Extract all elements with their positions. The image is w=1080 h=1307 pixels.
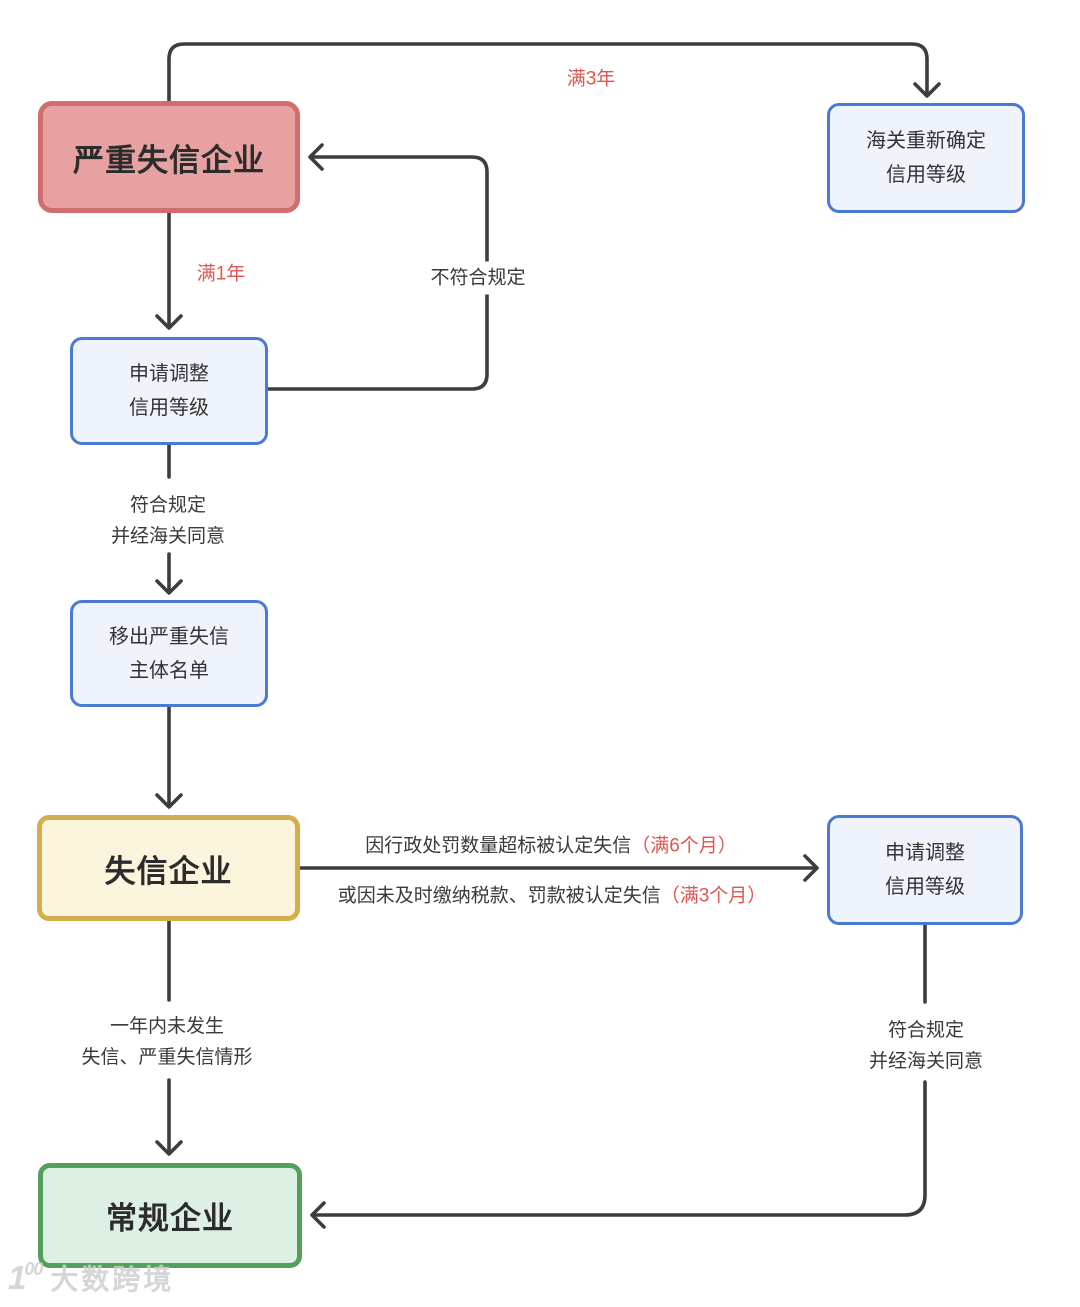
node-customs-redetermine-rating: 海关重新确定 信用等级 — [827, 103, 1025, 213]
arrowhead-left-severe — [308, 143, 324, 171]
arrowhead-down-apply-left — [155, 314, 183, 330]
edge-label-full-3-years: 满3年 — [566, 68, 616, 90]
arrowhead-down-reassess — [913, 82, 941, 98]
arrowhead-left-regular — [310, 1201, 326, 1229]
edge-label-not-compliant: 不符合规定 — [425, 261, 531, 295]
edge-label-one-year-line2: 失信、严重失信情形 — [81, 1047, 253, 1068]
arrowhead-down-dishonest — [155, 793, 183, 809]
edge-label-one-year-line1: 一年内未发生 — [109, 1016, 225, 1037]
node-remove-line2: 主体名单 — [129, 659, 209, 682]
edge-label-compliant-left-line1: 符合规定 — [129, 495, 207, 516]
node-apply-adjust-rating-right: 申请调整 信用等级 — [827, 815, 1023, 925]
node-regular-enterprise: 常规企业 — [38, 1163, 302, 1268]
node-dishonest-label: 失信企业 — [104, 853, 233, 889]
edge-severe-to-reassess — [167, 42, 929, 103]
edge-apply-right-to-regular-lower — [312, 1080, 927, 1217]
node-dishonest-enterprise: 失信企业 — [37, 815, 300, 921]
edge-label-one-year: 一年内未发生 失信、严重失信情形 — [81, 1011, 252, 1073]
watermark: 100 大数跨境 — [8, 1260, 174, 1294]
watermark-text: 大数跨境 — [50, 1264, 175, 1295]
edge-label-compliant-left-line2: 并经海关同意 — [110, 526, 226, 547]
edge-label-admin-penalty-red: （满6个月） — [631, 835, 737, 857]
edge-label-admin-penalty: 因行政处罚数量超标被认定失信（满6个月） — [365, 831, 737, 862]
node-reassess-line1: 海关重新确定 — [866, 130, 986, 152]
node-apply-right-line1: 申请调整 — [885, 842, 965, 864]
edge-label-tax-penalty-red: （满3个月） — [660, 885, 767, 907]
node-regular-label: 常规企业 — [106, 1201, 234, 1236]
node-severe-label: 严重失信企业 — [73, 142, 265, 178]
arrowhead-down-regular — [155, 1140, 183, 1156]
edge-label-compliant-left: 符合规定 并经海关同意 — [111, 490, 225, 552]
edge-label-compliant-right: 符合规定 并经海关同意 — [863, 1014, 989, 1078]
node-apply-left-line2: 信用等级 — [129, 397, 209, 419]
node-apply-adjust-rating-left: 申请调整 信用等级 — [70, 337, 268, 445]
watermark-100-logo: 100 — [8, 1259, 43, 1296]
node-severe-dishonest-enterprise: 严重失信企业 — [38, 101, 300, 213]
edge-label-tax-penalty: 或因未及时缴纳税款、罚款被认定失信（满3个月） — [338, 881, 767, 912]
node-apply-right-line2: 信用等级 — [885, 876, 965, 898]
edge-label-full-1-year: 满1年 — [196, 263, 246, 285]
node-reassess-line2: 信用等级 — [886, 164, 966, 186]
edge-label-tax-penalty-black: 或因未及时缴纳税款、罚款被认定失信 — [337, 885, 661, 907]
arrowhead-right-apply-right — [803, 854, 819, 882]
edge-label-compliant-right-line2: 并经海关同意 — [868, 1051, 984, 1072]
edge-label-admin-penalty-black: 因行政处罚数量超标被认定失信 — [365, 835, 632, 857]
node-apply-left-line1: 申请调整 — [129, 363, 209, 385]
arrowhead-down-remove — [155, 579, 183, 595]
node-remove-from-severe-list: 移出严重失信 主体名单 — [70, 600, 268, 707]
node-remove-line1: 移出严重失信 — [109, 625, 229, 648]
edge-label-compliant-right-line1: 符合规定 — [887, 1020, 965, 1041]
